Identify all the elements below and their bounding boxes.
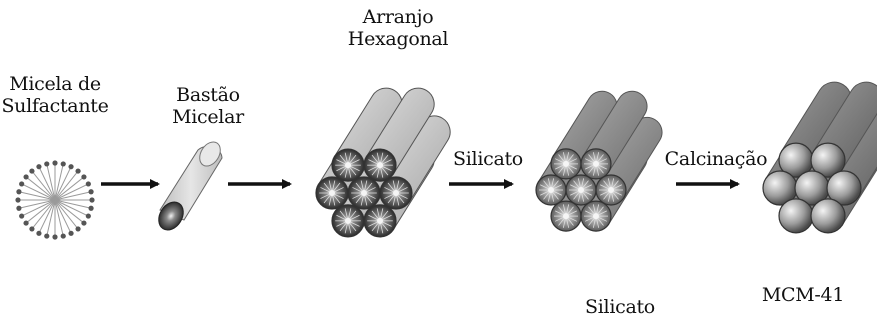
hex-end-core [329,190,335,196]
hex-end-core [345,218,351,224]
micelle-head [36,231,41,236]
micelle-head [15,197,20,202]
surfactant-micelle-label: Micela de Sulfactante [1,73,108,117]
micelle-head [19,181,24,186]
micellar-rod-label: Bastão Micelar [172,84,244,128]
sil-end-core [563,213,569,219]
micelle-head [29,226,34,231]
micelle-head [23,220,28,225]
micellar-rod-label-line2: Micelar [172,106,244,128]
hex-end-core [393,190,399,196]
sil-end-core [608,187,614,193]
surfactant-micelle-label-line2: Sulfactante [1,95,108,117]
hex-end-core [377,218,383,224]
silicate-array-icon [536,91,662,231]
micelle-head [75,168,80,173]
micellar-rod-icon [154,138,225,234]
hex-end-core [361,190,367,196]
micelle-head [68,164,73,169]
micelle-head [88,189,93,194]
mcm-tube-end [811,199,845,233]
micelle-head [86,213,91,218]
micellar-rod-label-line1: Bastão [172,84,244,106]
sil-end-core [548,187,554,193]
micelle-head [16,189,21,194]
mcm-tube-end [779,199,813,233]
hexagonal-array-icon [316,88,450,237]
hex-end-core [377,162,383,168]
sil-end-core [593,213,599,219]
micelle-head [75,226,80,231]
mcm41-label: MCM-41 [762,284,844,306]
mcm41-array-icon [763,82,877,233]
micelle-head [86,181,91,186]
calcination-step-label: Calcinação [665,148,768,170]
silicate-step-label: Silicato [453,148,523,170]
micelle-head [68,231,73,236]
micelle-head [29,168,34,173]
micelle-head [89,197,94,202]
sil-end-core [563,161,569,167]
micelle-head [81,220,86,225]
micelle-head [23,174,28,179]
hexagonal-array-label-line1: Arranjo [348,6,448,28]
surfactant-micelle-icon [15,160,94,239]
sil-end-core [593,161,599,167]
hexagonal-array-label-line2: Hexagonal [348,28,448,50]
sil-end-core [578,187,584,193]
hex-end-core [345,162,351,168]
micelle-head [36,164,41,169]
micelle-head [44,161,49,166]
micelle-head [52,234,57,239]
micelle-head [88,206,93,211]
micelle-head [19,213,24,218]
micelle-head [16,206,21,211]
micelle-head [61,161,66,166]
surfactant-micelle-label-line1: Micela de [1,73,108,95]
micelle-head [44,233,49,238]
micelle-head [61,233,66,238]
micelle-head [81,174,86,179]
hexagonal-array-label: Arranjo Hexagonal [348,6,448,50]
silicate-bottom-label: Silicato [585,296,655,318]
micelle-head [52,160,57,165]
